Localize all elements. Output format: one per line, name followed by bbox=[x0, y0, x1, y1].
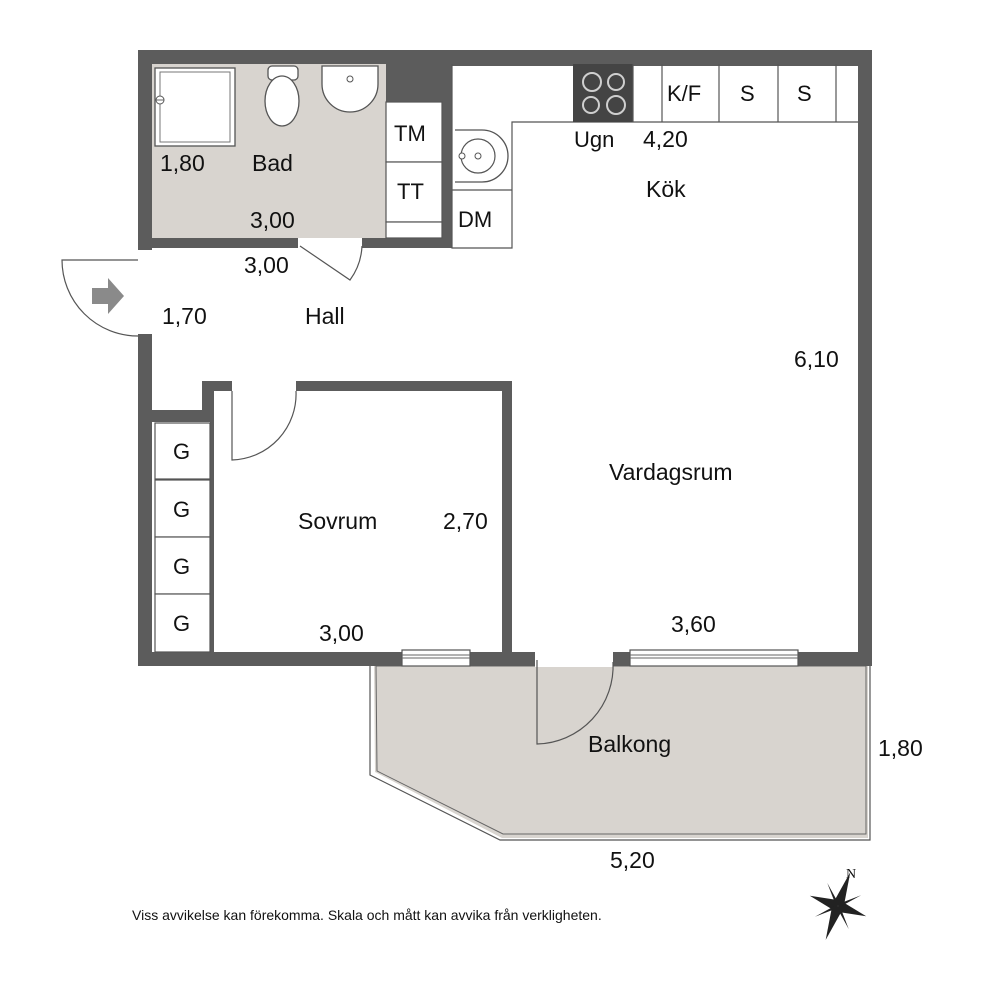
dim-sovrum-length: 3,00 bbox=[319, 620, 364, 646]
fixture-label-g4: G bbox=[173, 611, 190, 636]
dim-hall-width: 1,70 bbox=[162, 303, 207, 329]
compass-north-label: N bbox=[846, 867, 856, 882]
kitchen-sink-icon bbox=[455, 129, 509, 183]
dim-kok-width: 4,20 bbox=[643, 126, 688, 152]
room-label-hall: Hall bbox=[305, 303, 345, 329]
balcony-floor bbox=[374, 666, 868, 838]
fixture-label-g2: G bbox=[173, 497, 190, 522]
entrance-arrow-icon bbox=[92, 278, 124, 314]
interior-walls bbox=[152, 64, 512, 666]
dim-bad-width: 1,80 bbox=[160, 150, 205, 176]
compass-rose-icon: N bbox=[809, 867, 867, 940]
fixture-label-g1: G bbox=[173, 439, 190, 464]
wardrobes bbox=[154, 422, 211, 653]
bedroom-door-swing bbox=[231, 390, 297, 461]
room-label-sovrum: Sovrum bbox=[298, 508, 377, 534]
dim-balkong-depth: 1,80 bbox=[878, 735, 923, 761]
room-label-vardagsrum: Vardagsrum bbox=[609, 459, 733, 485]
fixture-label-tt: TT bbox=[397, 179, 424, 204]
room-label-kok: Kök bbox=[646, 176, 686, 202]
fixture-label-tm: TM bbox=[394, 121, 426, 146]
dim-vardagsrum-length: 6,10 bbox=[794, 346, 839, 372]
room-label-bad: Bad bbox=[252, 150, 293, 176]
balcony-door-swing bbox=[536, 660, 614, 745]
room-label-balkong: Balkong bbox=[588, 731, 671, 757]
entrance-door-swing bbox=[61, 259, 139, 337]
dim-vardagsrum-width: 3,60 bbox=[671, 611, 716, 637]
disclaimer-text: Viss avvikelse kan förekomma. Skala och … bbox=[132, 907, 602, 923]
balcony-door-opening bbox=[535, 651, 613, 667]
dim-hall-length: 3,00 bbox=[244, 252, 289, 278]
shower-icon bbox=[154, 67, 236, 147]
fixture-label-s2: S bbox=[797, 81, 812, 106]
fixture-label-kf: K/F bbox=[667, 81, 701, 106]
fixture-label-s1: S bbox=[740, 81, 755, 106]
dim-bad-length: 3,00 bbox=[250, 207, 295, 233]
sink-icon bbox=[321, 65, 379, 113]
fixture-label-dm: DM bbox=[458, 207, 492, 232]
washing-machine-box bbox=[385, 101, 443, 163]
toilet-icon bbox=[264, 65, 300, 127]
stove-icon bbox=[573, 64, 633, 122]
kitchen-counter bbox=[451, 64, 858, 249]
bathroom-door-swing bbox=[299, 245, 363, 281]
dim-sovrum-width: 2,70 bbox=[443, 508, 488, 534]
fixture-label-ugn: Ugn bbox=[574, 127, 614, 152]
fixture-label-g3: G bbox=[173, 554, 190, 579]
dim-balkong-length: 5,20 bbox=[610, 847, 655, 873]
